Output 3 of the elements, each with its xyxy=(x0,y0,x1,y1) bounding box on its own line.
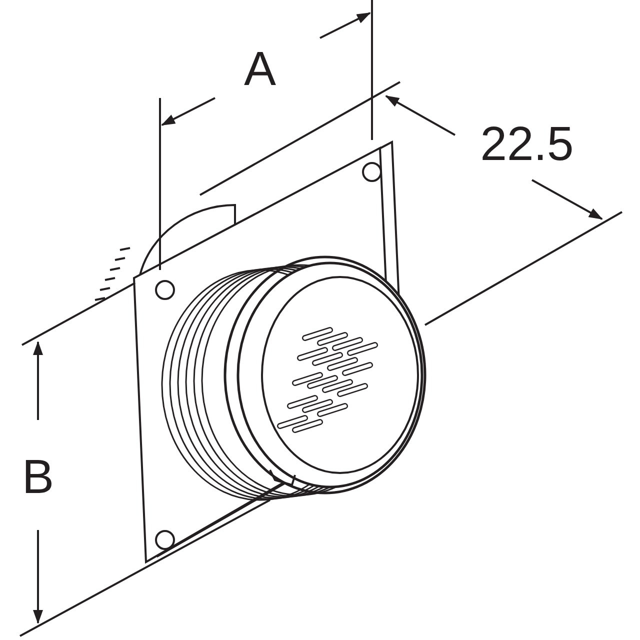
dimension-label: 22.5 xyxy=(480,121,574,169)
dimension-label: A xyxy=(244,46,276,94)
dimension-label: B xyxy=(22,454,54,502)
